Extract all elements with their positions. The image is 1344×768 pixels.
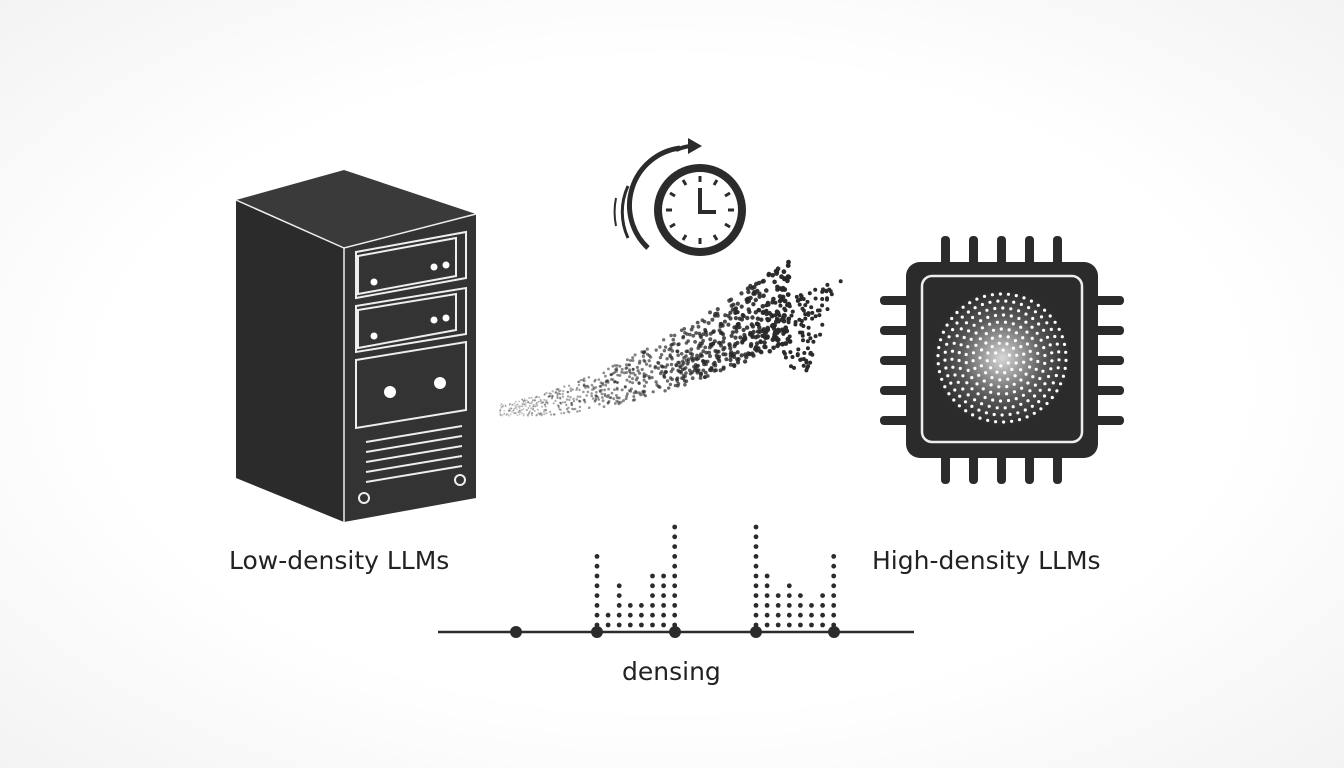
timeline-node: [510, 626, 522, 638]
histogram-dot: [672, 603, 678, 608]
histogram-dot: [809, 612, 814, 618]
histogram-dot: [650, 603, 655, 608]
histogram-dot: [764, 622, 770, 628]
histogram-dot: [764, 612, 770, 618]
histogram-dot: [820, 622, 825, 628]
densing-label: densing: [622, 657, 721, 686]
histogram-dot: [764, 603, 770, 608]
histogram-dot: [786, 612, 792, 618]
histogram-dot: [616, 593, 622, 598]
histogram-dot: [831, 593, 837, 598]
histogram-dot: [798, 612, 803, 618]
histogram-dot: [831, 603, 837, 608]
timeline-node: [750, 626, 762, 638]
histogram-dot: [639, 603, 644, 608]
densing-dot-histogram: [438, 524, 914, 638]
clock-refresh-icon: [613, 138, 746, 256]
histogram-dot: [775, 622, 781, 628]
histogram-dot: [661, 583, 666, 589]
histogram-dot: [775, 603, 781, 608]
histogram-dot: [753, 563, 759, 569]
histogram-dot: [831, 563, 837, 569]
histogram-dot: [627, 622, 633, 628]
histogram-dot: [650, 622, 655, 628]
histogram-dot: [672, 573, 678, 579]
histogram-dot: [594, 612, 600, 618]
histogram-dot: [672, 563, 678, 569]
histogram-dot: [753, 573, 759, 579]
histogram-dot: [786, 603, 792, 608]
histogram-dot: [809, 622, 814, 628]
histogram-dot: [672, 554, 678, 559]
histogram-dot: [753, 524, 759, 530]
histogram-dot: [672, 593, 678, 598]
histogram-dot: [594, 593, 600, 598]
histogram-dot: [650, 573, 655, 579]
histogram-dot: [650, 583, 655, 589]
dotted-arrow-icon: [499, 259, 843, 417]
timeline-node: [669, 626, 681, 638]
histogram-dot: [753, 554, 759, 559]
histogram-dot: [672, 534, 678, 540]
histogram-dot: [594, 583, 600, 589]
histogram-dot: [594, 573, 600, 579]
histogram-dot: [831, 583, 837, 589]
histogram-dot: [786, 593, 792, 598]
histogram-dot: [820, 603, 825, 608]
histogram-dot: [798, 593, 803, 598]
histogram-dot: [753, 603, 759, 608]
histogram-dot: [798, 603, 803, 608]
histogram-dot: [594, 554, 600, 559]
histogram-dot: [798, 622, 803, 628]
histogram-dot: [594, 603, 600, 608]
server-tower-icon: [235, 170, 477, 522]
histogram-dot: [831, 554, 837, 559]
histogram-dot: [753, 583, 759, 589]
histogram-dot: [820, 612, 825, 618]
histogram-dot: [616, 612, 622, 618]
histogram-dot: [616, 583, 622, 589]
histogram-dot: [775, 593, 781, 598]
histogram-dot: [753, 534, 759, 540]
histogram-dot: [661, 603, 666, 608]
histogram-dot: [616, 603, 622, 608]
histogram-dot: [650, 593, 655, 598]
high-density-label: High-density LLMs: [872, 546, 1101, 575]
histogram-dot: [594, 563, 600, 569]
histogram-dot: [831, 573, 837, 579]
histogram-dot: [639, 612, 644, 618]
histogram-dot: [605, 622, 611, 628]
histogram-dot: [639, 622, 644, 628]
histogram-dot: [627, 603, 633, 608]
histogram-dot: [661, 622, 666, 628]
histogram-dot: [764, 583, 770, 589]
histogram-dot: [809, 603, 814, 608]
histogram-dot: [627, 612, 633, 618]
histogram-dot: [786, 622, 792, 628]
histogram-dot: [661, 612, 666, 618]
histogram-dot: [661, 593, 666, 598]
histogram-dot: [661, 573, 666, 579]
histogram-dot: [753, 544, 759, 549]
histogram-dot: [672, 583, 678, 589]
timeline-node: [828, 626, 840, 638]
timeline-node: [591, 626, 603, 638]
chip-icon: [880, 236, 1124, 484]
histogram-dot: [764, 593, 770, 598]
histogram-dot: [775, 612, 781, 618]
histogram-dot: [786, 583, 792, 589]
histogram-dot: [672, 524, 678, 530]
histogram-dot: [605, 612, 611, 618]
histogram-dot: [650, 612, 655, 618]
histogram-dot: [616, 622, 622, 628]
histogram-dot: [820, 593, 825, 598]
histogram-dot: [764, 573, 770, 579]
histogram-dot: [831, 612, 837, 618]
histogram-dot: [672, 612, 678, 618]
histogram-dot: [753, 612, 759, 618]
histogram-dot: [672, 544, 678, 549]
histogram-dot: [753, 593, 759, 598]
low-density-label: Low-density LLMs: [229, 546, 450, 575]
